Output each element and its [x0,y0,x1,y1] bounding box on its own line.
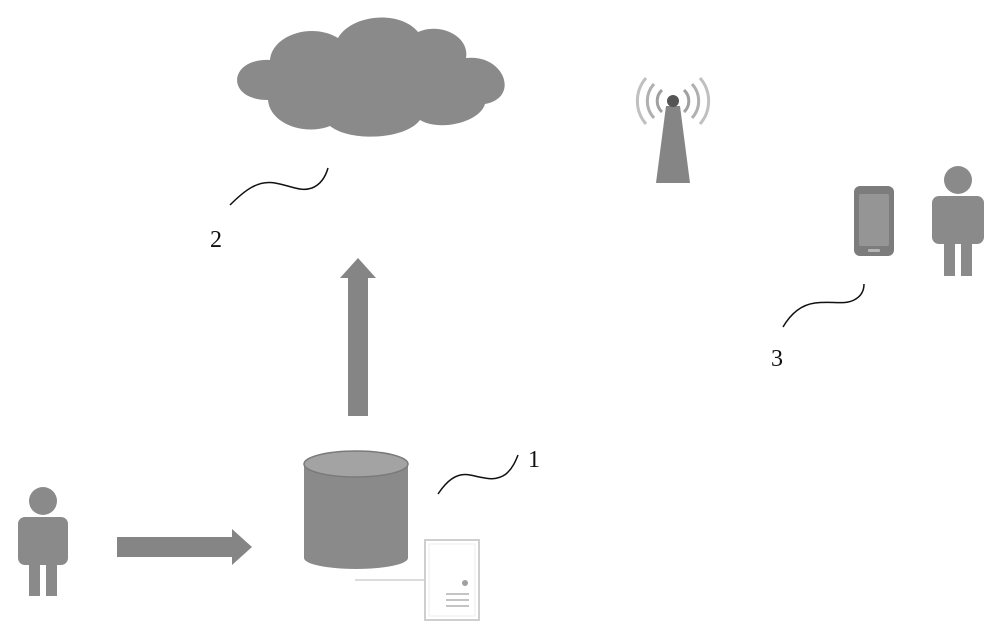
database-ref-label: 1 [528,447,540,473]
server-icon [424,539,480,621]
cloud-icon [237,17,505,137]
leader-line-1 [437,454,519,495]
person-icon-left [18,487,68,596]
smartphone-icon [854,186,894,256]
person-icon-right [932,166,984,276]
leader-line-3 [782,283,865,328]
antenna-tower-icon [635,77,711,183]
leader-line-2 [229,167,329,206]
database-icon [303,450,409,569]
phone-ref-label: 3 [771,346,783,372]
arrow-right-icon [117,529,252,565]
arrow-up-icon [340,258,376,416]
cloud-ref-label: 2 [210,227,222,253]
